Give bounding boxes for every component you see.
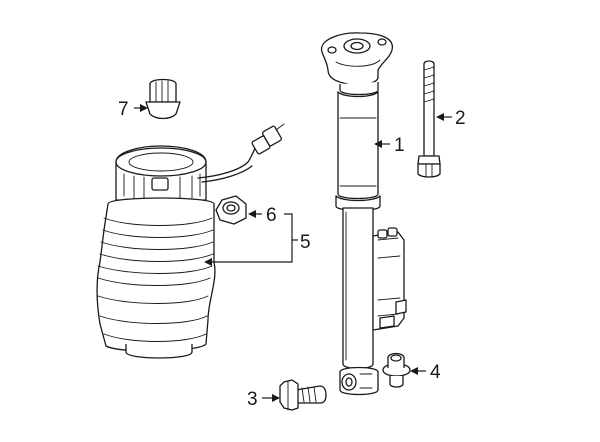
arrow-6 bbox=[248, 210, 256, 218]
air-spring bbox=[96, 123, 285, 359]
shock-absorber bbox=[321, 32, 407, 396]
arrow-7 bbox=[140, 104, 148, 112]
flange-nut bbox=[382, 352, 411, 388]
mounting-bolt bbox=[417, 60, 441, 178]
callout-3: 3 bbox=[247, 389, 258, 410]
arrow-2 bbox=[436, 113, 444, 121]
hex-bolt bbox=[279, 379, 327, 411]
arrow-4 bbox=[410, 367, 418, 375]
callout-1: 1 bbox=[394, 135, 405, 156]
arrow-1 bbox=[374, 140, 382, 148]
callout-7: 7 bbox=[118, 99, 129, 120]
arrow-5 bbox=[204, 258, 212, 266]
callout-6: 6 bbox=[266, 205, 277, 226]
callout-5: 5 bbox=[300, 232, 311, 253]
arrow-3 bbox=[272, 394, 280, 402]
leader-5 bbox=[210, 213, 293, 263]
callout-2: 2 bbox=[455, 108, 466, 129]
cap-nut bbox=[145, 78, 181, 120]
callout-4: 4 bbox=[430, 362, 441, 383]
hex-nut bbox=[215, 195, 247, 225]
